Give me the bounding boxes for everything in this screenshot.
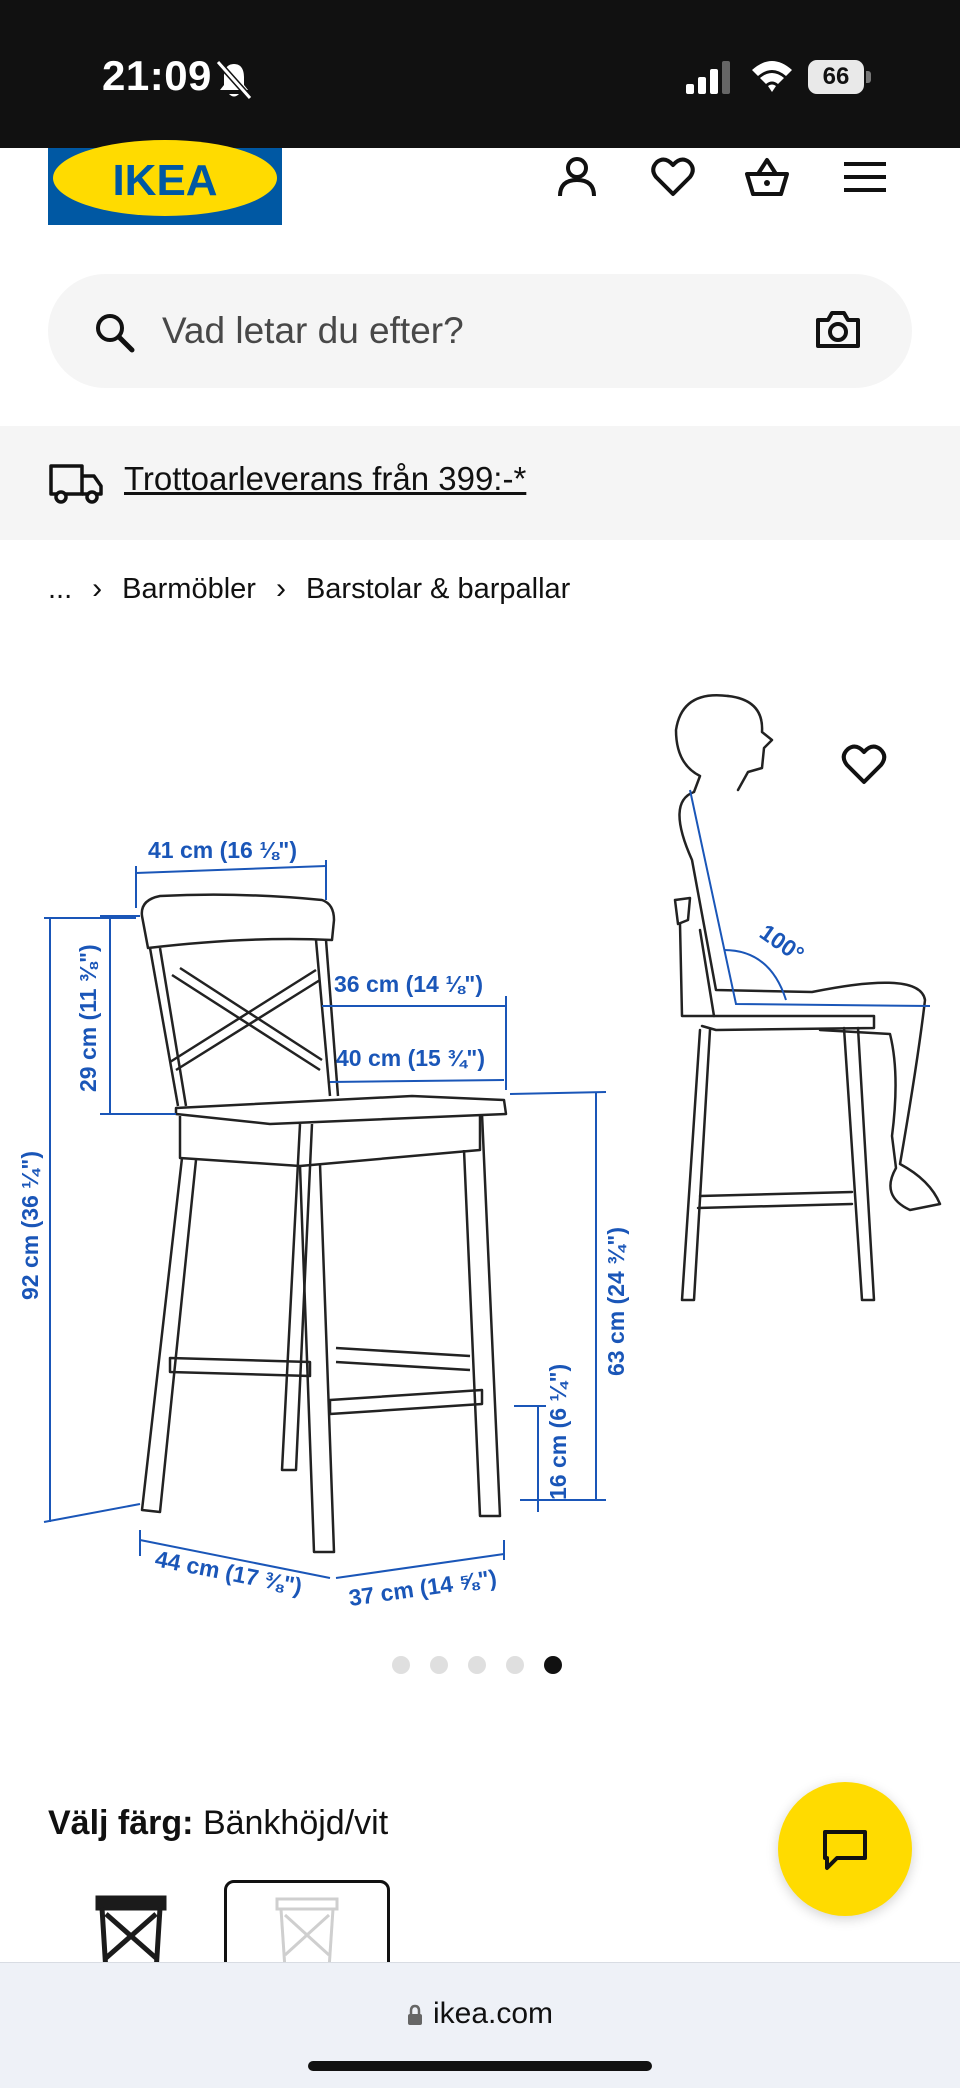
dimension-label-base-width: 37 cm (14 ⅝") <box>347 1564 498 1610</box>
lock-icon <box>407 2004 422 2025</box>
cellular-signal-icon <box>686 61 730 94</box>
delivery-link[interactable]: Trottoarleverans från 399:-* <box>124 460 527 497</box>
bell-muted-icon <box>215 60 253 100</box>
product-dimension-image[interactable]: 41 cm (16 ⅛") 36 cm (14 ⅛") 40 cm (15 ¾"… <box>0 660 960 1611</box>
ikea-logo-text: IKEA <box>112 156 217 205</box>
status-time: 21:09 <box>102 52 212 99</box>
color-selector-value: Bänkhöjd/vit <box>202 1804 389 1842</box>
battery-cap <box>866 71 871 83</box>
dimension-label-width: 41 cm (16 ⅛") <box>148 837 297 863</box>
search-icon <box>96 314 135 353</box>
dimension-label-seat-depth: 40 cm (15 ¾") <box>336 1045 485 1071</box>
breadcrumb: ... › Barmöbler › Barstolar & barpallar <box>48 572 570 606</box>
status-bar: 21:09 66 <box>0 0 960 148</box>
chevron-right-icon: › <box>92 572 103 605</box>
menu-icon[interactable] <box>842 154 888 200</box>
breadcrumb-item-barmobler[interactable]: Barmöbler <box>122 572 256 605</box>
dimension-label-footrest-height: 16 cm (6 ¼") <box>545 1364 571 1500</box>
search-input[interactable]: Vad letar du efter? <box>162 310 464 351</box>
browser-url-text: ikea.com <box>432 1997 554 2030</box>
chat-button[interactable] <box>778 1782 912 1916</box>
search-box[interactable]: Vad letar du efter? <box>48 274 912 388</box>
dimension-label-total-height: 92 cm (36 ¼") <box>17 1151 43 1300</box>
color-selector-title: Välj färg: <box>48 1804 194 1842</box>
wifi-icon <box>752 61 792 92</box>
dimension-label-seat-height: 63 cm (24 ¾") <box>603 1227 629 1376</box>
breadcrumb-ellipsis[interactable]: ... <box>48 572 73 605</box>
browser-address-bar: ikea.com <box>0 1962 960 2088</box>
ikea-logo-mark: IKEA <box>53 140 277 216</box>
home-indicator[interactable] <box>308 2061 652 2071</box>
dimension-label-seat-width: 36 cm (14 ⅛") <box>334 971 483 997</box>
account-icon[interactable] <box>554 154 600 200</box>
shopping-basket-icon[interactable] <box>744 154 790 200</box>
delivery-banner[interactable]: Trottoarleverans från 399:-* <box>0 426 960 540</box>
battery-indicator: 66 <box>808 60 872 94</box>
chat-bubble-icon <box>823 1830 867 1870</box>
carousel-dot-active[interactable] <box>544 1656 562 1674</box>
breadcrumb-item-barstolar[interactable]: Barstolar & barpallar <box>305 572 571 605</box>
carousel-dot[interactable] <box>392 1656 410 1674</box>
chevron-right-icon: › <box>275 572 286 605</box>
ikea-logo[interactable]: IKEA <box>48 140 282 225</box>
color-selector-label: Välj färg: Bänkhöjd/vit <box>48 1804 388 1843</box>
carousel-dot[interactable] <box>506 1656 524 1674</box>
favorites-icon[interactable] <box>650 154 696 200</box>
camera-search-icon[interactable] <box>814 308 862 352</box>
dimension-label-angle: 100° <box>755 919 809 968</box>
carousel-dot[interactable] <box>468 1656 486 1674</box>
carousel-dot[interactable] <box>430 1656 448 1674</box>
dimension-label-back-height: 29 cm (11 ⅜") <box>75 944 101 1092</box>
carousel-pagination <box>392 1656 562 1674</box>
battery-level: 66 <box>808 60 864 94</box>
add-to-favorites-icon[interactable] <box>840 740 888 786</box>
browser-url[interactable]: ikea.com <box>0 1997 960 2031</box>
truck-icon <box>49 464 103 504</box>
dimension-label-depth: 44 cm (17 ⅜") <box>153 1545 304 1599</box>
